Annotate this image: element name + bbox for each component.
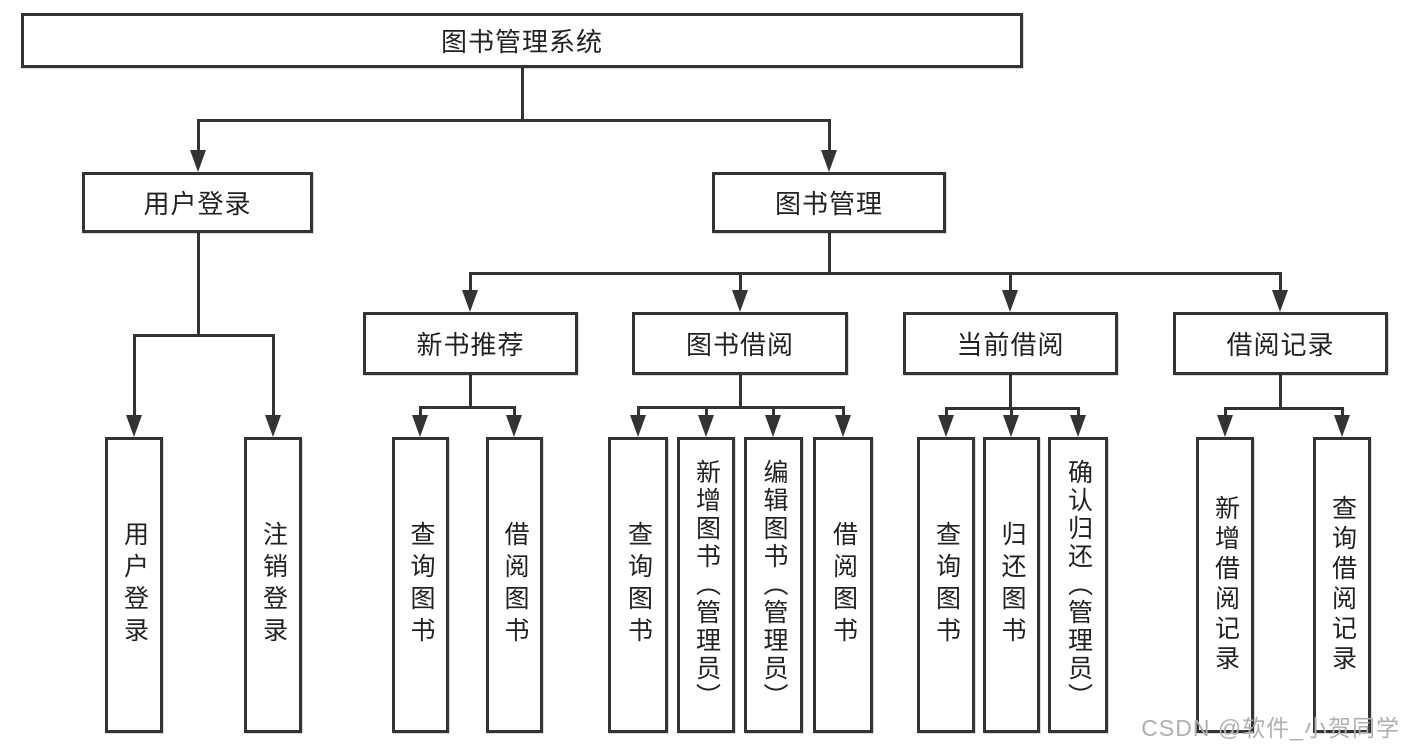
connector-line [1009, 406, 1013, 418]
connector-line [1223, 406, 1227, 418]
arrowhead-down [506, 415, 522, 437]
arrowhead-down [265, 415, 281, 437]
connector-line [418, 405, 422, 418]
connector-line [1076, 406, 1080, 418]
connector-line [827, 233, 831, 275]
connector-line [196, 233, 200, 337]
node-label: 归还图书 [998, 521, 1026, 649]
node-current-borrowing: 当前借阅 [903, 312, 1118, 375]
connector-line [1278, 375, 1282, 409]
connector-line [196, 118, 831, 122]
node-add-books-admin: 新增图书（管理员） [677, 437, 735, 733]
arrowhead-down [732, 290, 748, 312]
node-query-borrow-record: 查询借阅记录 [1313, 437, 1371, 733]
arrowhead-down [1002, 290, 1018, 312]
watermark: CSDN @软件_小贺同学 [1141, 715, 1400, 741]
node-library-management-system: 图书管理系统 [21, 13, 1023, 68]
node-label: 查询图书 [932, 521, 961, 649]
node-new-book-recommendation: 新书推荐 [363, 312, 578, 375]
arrowhead-down [938, 415, 954, 437]
node-book-borrowing: 图书借阅 [632, 312, 848, 375]
node-borrowing-records: 借阅记录 [1173, 312, 1388, 375]
node-edit-books-admin: 编辑图书（管理员） [744, 437, 803, 733]
arrowhead-down [1217, 415, 1233, 437]
node-query-books-3: 查询图书 [917, 437, 975, 733]
node-user-login: 用户登录 [82, 172, 313, 233]
node-label: 新增借阅记录 [1211, 495, 1240, 675]
node-label: 新书推荐 [416, 330, 525, 360]
connector-line [636, 405, 640, 418]
connector-line [1278, 271, 1282, 293]
node-label: 图书借阅 [685, 330, 794, 360]
node-user-login-action: 用户登录 [105, 437, 163, 733]
node-confirm-return-admin: 确认归还（管理员） [1048, 437, 1108, 733]
node-book-management: 图书管理 [712, 172, 946, 233]
connector-line [196, 118, 200, 153]
connector-line [520, 68, 524, 121]
arrowhead-down [765, 415, 781, 437]
node-return-books: 归还图书 [983, 437, 1040, 733]
node-label: 借阅图书 [829, 521, 858, 649]
connector-line [738, 375, 742, 409]
node-query-books-2: 查询图书 [608, 437, 668, 733]
node-label: 当前借阅 [956, 330, 1065, 360]
node-logout: 注销登录 [244, 437, 302, 733]
connector-line [1008, 271, 1012, 293]
connector-line [841, 405, 845, 418]
node-label: 借阅图书 [501, 521, 529, 649]
connector-line [704, 405, 708, 418]
connector-line [468, 271, 472, 293]
connector-line [944, 406, 948, 418]
arrowhead-down [1070, 415, 1086, 437]
arrowhead-down [462, 290, 478, 312]
arrowhead-down [126, 415, 142, 437]
arrowhead-down [835, 415, 851, 437]
arrowhead-down [1003, 415, 1019, 437]
connector-line [271, 333, 275, 418]
connector-line [771, 405, 775, 418]
node-label: 查询借阅记录 [1328, 495, 1357, 675]
arrowhead-down [190, 150, 206, 172]
node-label: 查询图书 [624, 521, 653, 649]
arrowhead-down [698, 415, 714, 437]
connector-line [132, 333, 136, 418]
arrowhead-down [1334, 415, 1350, 437]
node-label: 用户登录 [143, 189, 252, 219]
connector-line [512, 405, 516, 418]
node-label: 查询图书 [407, 521, 435, 649]
node-label: 编辑图书（管理员） [760, 459, 788, 711]
node-borrow-books-1: 借阅图书 [486, 437, 543, 733]
connector-line [738, 271, 742, 293]
connector-line [468, 375, 472, 409]
node-borrow-books-2: 借阅图书 [813, 437, 873, 733]
arrowhead-down [412, 415, 428, 437]
node-label: 注销登录 [259, 521, 288, 649]
connector-line [1223, 406, 1344, 410]
arrowhead-down [821, 150, 837, 172]
connector-line [636, 405, 845, 409]
connector-line [468, 271, 1282, 275]
connector-line [418, 405, 516, 409]
arrowhead-down [630, 415, 646, 437]
node-label: 确认归还（管理员） [1064, 459, 1093, 711]
connector-line [827, 118, 831, 153]
connector-line [1340, 406, 1344, 418]
connector-line [132, 333, 275, 337]
node-label: 图书管理 [774, 189, 883, 219]
node-label: 借阅记录 [1226, 330, 1335, 360]
node-query-books-1: 查询图书 [392, 437, 449, 733]
node-label: 新增图书（管理员） [692, 459, 721, 711]
connector-line [1008, 375, 1012, 409]
arrowhead-down [1272, 290, 1288, 312]
node-add-borrow-record: 新增借阅记录 [1196, 437, 1254, 733]
node-label: 图书管理系统 [440, 27, 603, 57]
node-label: 用户登录 [120, 521, 149, 649]
